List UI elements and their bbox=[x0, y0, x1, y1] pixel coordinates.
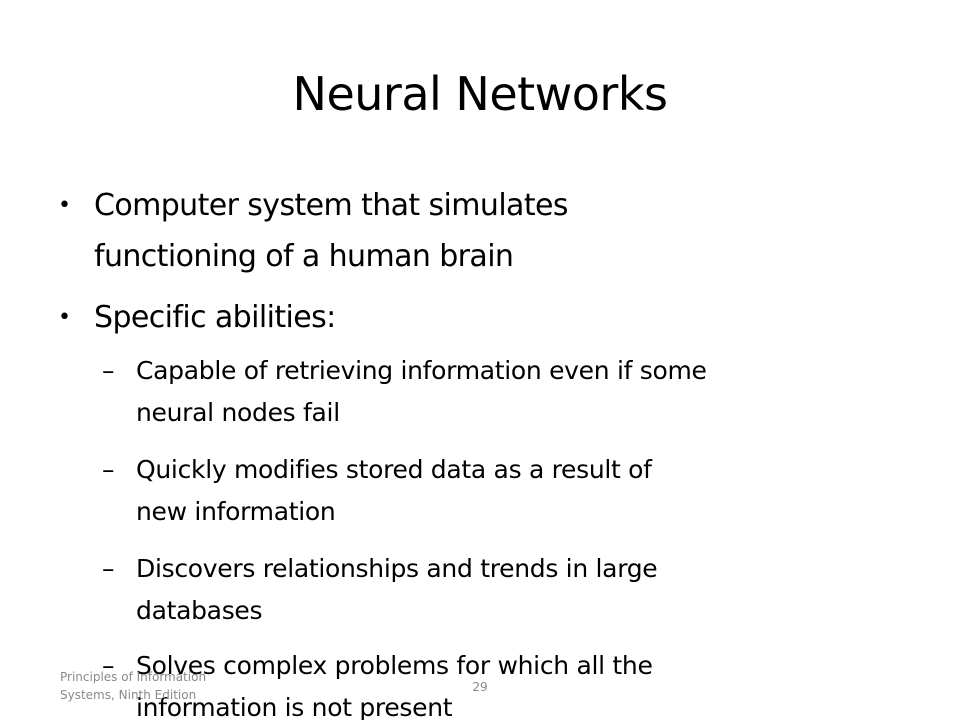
bullet-item: Specific abilities: bbox=[94, 292, 914, 343]
bullet-marker: • bbox=[58, 193, 71, 218]
bullet-text-line: Computer system that simulates bbox=[94, 188, 569, 223]
sub-bullet-item: Solves complex problems for which all th… bbox=[136, 645, 906, 720]
footer-source: Principles of Information Systems, Ninth… bbox=[60, 668, 206, 704]
slide-title: Neural Networks bbox=[292, 67, 668, 121]
sub-bullet-text-line: databases bbox=[136, 596, 263, 625]
sub-bullet-text-line: neural nodes fail bbox=[136, 398, 340, 427]
sub-bullet-marker: – bbox=[102, 651, 115, 680]
bullet-text-line: functioning of a human brain bbox=[94, 239, 514, 274]
sub-bullet-text-line: Solves complex problems for which all th… bbox=[136, 651, 653, 680]
sub-bullet-text-line: Capable of retrieving information even i… bbox=[136, 356, 707, 385]
bullet-text-line: Specific abilities: bbox=[94, 300, 336, 335]
bullet-marker: • bbox=[58, 305, 71, 330]
sub-bullet-marker: – bbox=[102, 554, 115, 583]
sub-bullet-item: Capable of retrieving information even i… bbox=[136, 350, 906, 434]
sub-bullet-marker: – bbox=[102, 356, 115, 385]
sub-bullet-text-line: Discovers relationships and trends in la… bbox=[136, 554, 658, 583]
footer-source-line: Systems, Ninth Edition bbox=[60, 688, 197, 702]
footer-source-line: Principles of Information bbox=[60, 670, 207, 684]
sub-bullet-text-line: new information bbox=[136, 497, 336, 526]
sub-bullet-text-line: Quickly modifies stored data as a result… bbox=[136, 455, 652, 484]
sub-bullet-text-line: information is not present bbox=[136, 693, 453, 720]
slide-number: 29 bbox=[472, 680, 488, 694]
sub-bullet-item: Quickly modifies stored data as a result… bbox=[136, 449, 906, 533]
bullet-item: Computer system that simulates functioni… bbox=[94, 180, 914, 282]
sub-bullet-item: Discovers relationships and trends in la… bbox=[136, 548, 906, 632]
sub-bullet-marker: – bbox=[102, 455, 115, 484]
